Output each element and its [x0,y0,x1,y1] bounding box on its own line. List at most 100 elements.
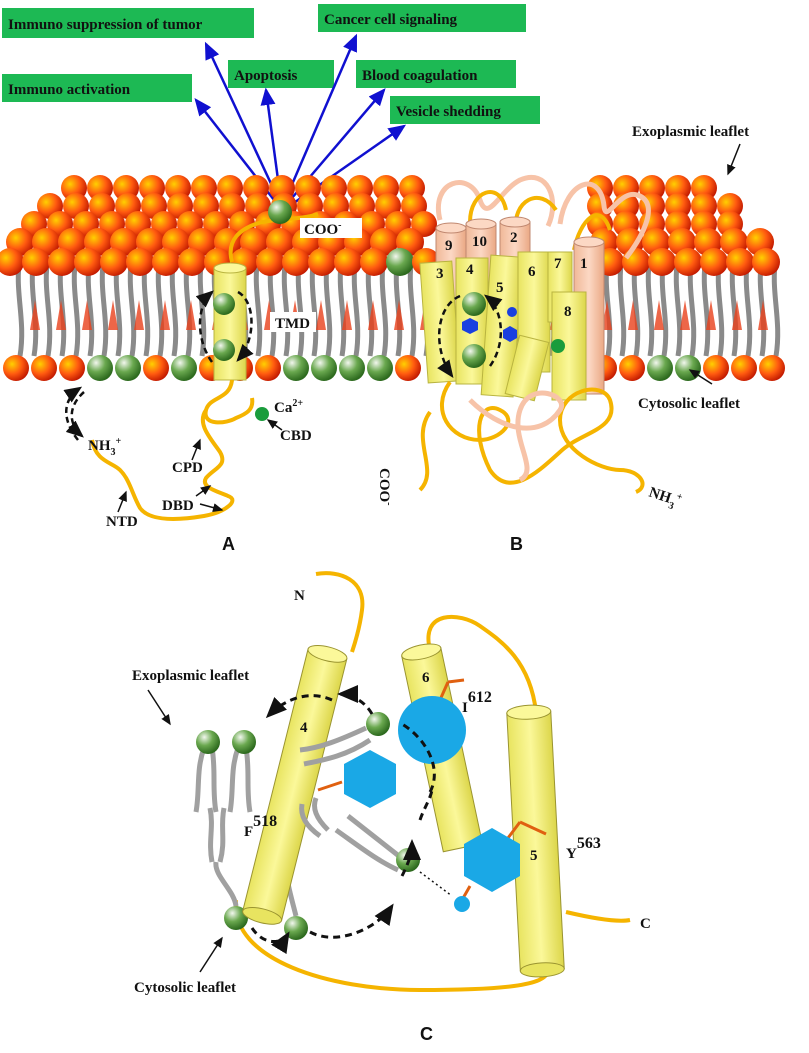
membrane-accent [56,300,66,330]
label-box-vesicle-shedding [390,96,540,124]
panel-c-arrow-top [337,685,374,715]
panel-a-extracellular-loop [228,212,319,263]
lipid-tail [253,257,263,357]
label-apoptosis: Apoptosis [234,68,298,84]
panel-c-arrow-exo [265,694,333,719]
lipid-head-ps [115,355,141,381]
lipid-head [665,175,691,201]
panel-a-letter: A [222,534,235,554]
panel-c-cytosolic-label: Cytosolic leaflet [134,980,236,996]
label-blood-coagulation: Blood coagulation [362,68,478,84]
panel-b-helix-9-top [435,222,467,234]
panel-b-num-6: 6 [528,264,536,280]
panel-b-num-5: 5 [496,280,504,296]
panel-b-helix-1-top [573,236,605,248]
panel-c-bottom-loop [233,899,550,993]
panel-c-c-label: C [640,916,651,932]
label-cancer-signaling: Cancer cell signaling [324,12,458,28]
panel-c-cytosolic-pointer [199,936,223,973]
panel-c: N C 4 5 6 Exoplasmic leaflet Cytosolic l… [132,571,651,1044]
panel-b-blue-dot [507,307,517,317]
panel-a-ca-label: Ca2+ [274,398,303,416]
label-box-apoptosis [228,60,334,88]
lipid-head [282,248,310,276]
panel-b-lipid-head-lower [462,344,486,368]
panel-a-lipid-head-upper [213,293,235,315]
panel-a-ps-head [268,200,292,224]
panel-a-nh3-label: NH3+ [88,436,122,458]
membrane-accent [368,300,378,330]
panel-a-tmd-label: TMD [275,316,310,332]
panel-c-nterm-loop [315,571,365,653]
lipid-membrane [0,175,785,381]
label-box-blood-coagulation [356,60,516,88]
membrane-accent [758,300,768,330]
panel-c-exoplasmic-pointer [147,689,171,726]
panel-c-i612-sphere [398,696,466,764]
panel-b-num-2: 2 [510,230,518,246]
panel-b-cyto-loops-light [468,390,565,483]
panel-a-scramble-arrow-left [195,290,214,363]
panel-a-dbd-pointer-1 [195,485,212,497]
arrow-immuno-suppression [204,41,282,204]
lipid-head [100,248,128,276]
panel-c-f518-stem [317,780,343,792]
panel-a-cpd-pointer [191,438,201,461]
panel-c-y563-stem-1 [506,821,522,839]
panel-b-cyto-loops [439,380,645,494]
panel-c-helix-5-label: 5 [530,848,538,864]
panel-a-cbd-label: CBD [280,428,312,444]
panel-a-coo-label: COO- [304,220,342,238]
panel-b-num-8: 8 [564,304,572,320]
panel-b-lipid-head-upper [462,292,486,316]
lipid-tail [645,257,655,357]
lipid-head-ps [283,355,309,381]
lipid-head-ps [647,355,673,381]
panel-c-i612-stem-2 [447,678,465,684]
panel-a-cpd-label: CPD [172,460,203,476]
panel-a-protein: COO- TMD Ca2+ NH3+ CPD CBD DBD NTD A [63,200,362,554]
label-immuno-activation: Immuno activation [8,82,131,98]
lipid-head [759,355,785,381]
panel-a-tmd-helix [213,267,247,381]
membrane-accent [316,300,326,330]
panel-c-y563-label: Y563 [566,835,601,862]
panel-c-helix-5 [506,704,565,978]
lipid-head [691,175,717,201]
lipid-head [255,355,281,381]
lipid-head [703,355,729,381]
lipid-tail [407,257,417,357]
lipid-head [143,355,169,381]
panel-b-nh3-label: NH3+ [646,483,685,514]
lipid-head-ps [675,355,701,381]
panel-b-num-7: 7 [554,256,562,272]
lipid-head [395,355,421,381]
panel-a-lipid-head-lower [213,339,235,361]
panel-c-arrow-bottom-left [250,927,290,955]
panel-a-tmd-top [213,262,247,274]
panel-a-calcium-ion [255,407,269,421]
panel-c-helix-6-label: 6 [422,670,430,686]
lipid-head-ps [311,355,337,381]
panel-a-dbd-label: DBD [162,498,194,514]
panel-c-f518-label: F518 [244,813,277,840]
label-box-immuno-suppression [2,8,254,38]
panel-a-scramble-arrow-right [236,290,254,362]
panel-c-exoplasmic-label: Exoplasmic leaflet [132,668,249,684]
membrane-accent [654,300,664,330]
panel-a-coo-box [300,218,362,238]
panel-a-ntd-pointer [117,490,127,513]
panel-c-arrow-mid [418,789,434,821]
panel-b-helix-short [504,334,550,402]
lipid-head [752,248,780,276]
lipid-head [152,248,180,276]
panel-b-cytosolic-pointer [688,369,713,385]
membrane-accent [706,300,716,330]
panel-b-helix-2-top [499,216,531,228]
membrane-accent [82,300,92,330]
membrane-accent [394,300,404,330]
panel-c-y563-oh [454,896,470,912]
lipid-head [639,175,665,201]
lipid-head-ps [386,248,414,276]
